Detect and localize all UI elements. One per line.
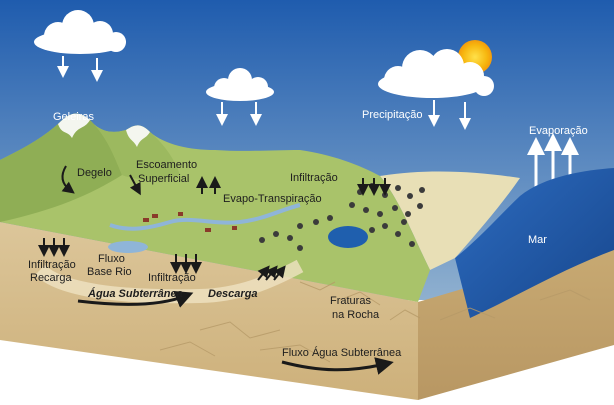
label-descarga: Descarga bbox=[208, 288, 258, 300]
label-evapo-transpiracao: Evapo-Transpiração bbox=[223, 193, 322, 205]
soil-front bbox=[0, 222, 418, 400]
groundwater-arrow bbox=[77, 290, 194, 308]
snow-cap-right bbox=[126, 125, 150, 147]
cloud-right bbox=[378, 49, 494, 98]
label-precipitacao: Precipitação bbox=[362, 109, 423, 121]
groundwater-band bbox=[35, 259, 304, 304]
label-geleiras: Geleiras bbox=[53, 111, 94, 123]
label-infiltracao-mid: Infiltração bbox=[148, 272, 196, 284]
soil-side bbox=[418, 244, 614, 400]
label-fraturas-line1: Fraturas bbox=[330, 295, 371, 307]
label-fluxo-agua-subterranea: Fluxo Água Subterrânea bbox=[282, 346, 402, 359]
label-fluxo-base-rio-line2: Base Rio bbox=[87, 266, 132, 278]
river-mouth bbox=[108, 241, 148, 253]
label-degelo: Degelo bbox=[77, 167, 112, 179]
cloud-left bbox=[34, 10, 126, 54]
river bbox=[109, 203, 301, 231]
label-infiltracao-recarga-line2: Recarga bbox=[30, 272, 72, 284]
label-escoamento-line1: Escoamento bbox=[136, 159, 197, 171]
label-infiltracao-top: Infiltração bbox=[290, 172, 338, 184]
deep-flow-arrow bbox=[281, 357, 394, 375]
snow-cap-left bbox=[58, 113, 90, 138]
label-fraturas-line2: na Rocha bbox=[332, 309, 380, 321]
lake bbox=[328, 226, 368, 248]
label-infiltracao-recarga-line1: Infiltração bbox=[28, 259, 76, 271]
label-agua-subterranea: Água Subterrânea bbox=[87, 287, 183, 300]
rain-arrows bbox=[57, 56, 471, 130]
flow-arrows bbox=[38, 165, 391, 281]
mountain-left bbox=[0, 113, 122, 222]
label-fluxo-base-rio-line1: Fluxo bbox=[98, 253, 125, 265]
soil-texture bbox=[159, 281, 591, 363]
beach bbox=[380, 171, 520, 270]
mountain-middle bbox=[90, 120, 180, 180]
label-evaporacao: Evaporação bbox=[529, 125, 588, 137]
houses bbox=[143, 212, 237, 232]
label-escoamento-line2: Superficial bbox=[138, 173, 189, 185]
cloud-middle bbox=[206, 68, 274, 101]
label-mar: Mar bbox=[528, 234, 547, 246]
sea bbox=[455, 168, 614, 318]
